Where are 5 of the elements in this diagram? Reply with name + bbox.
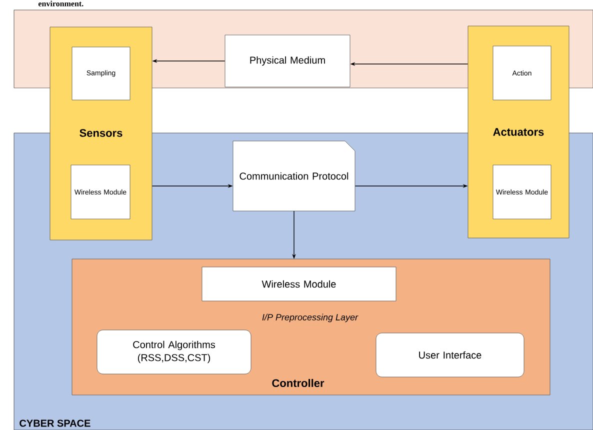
rounded-box: Control Algorithms (RSS,DSS,CST) <box>96 330 252 374</box>
caption-text: environment. <box>38 0 84 6</box>
process-box: Wireless Module <box>202 266 396 302</box>
process-box: Physical Medium <box>224 34 350 88</box>
rounded-box: User Interface <box>376 332 524 378</box>
